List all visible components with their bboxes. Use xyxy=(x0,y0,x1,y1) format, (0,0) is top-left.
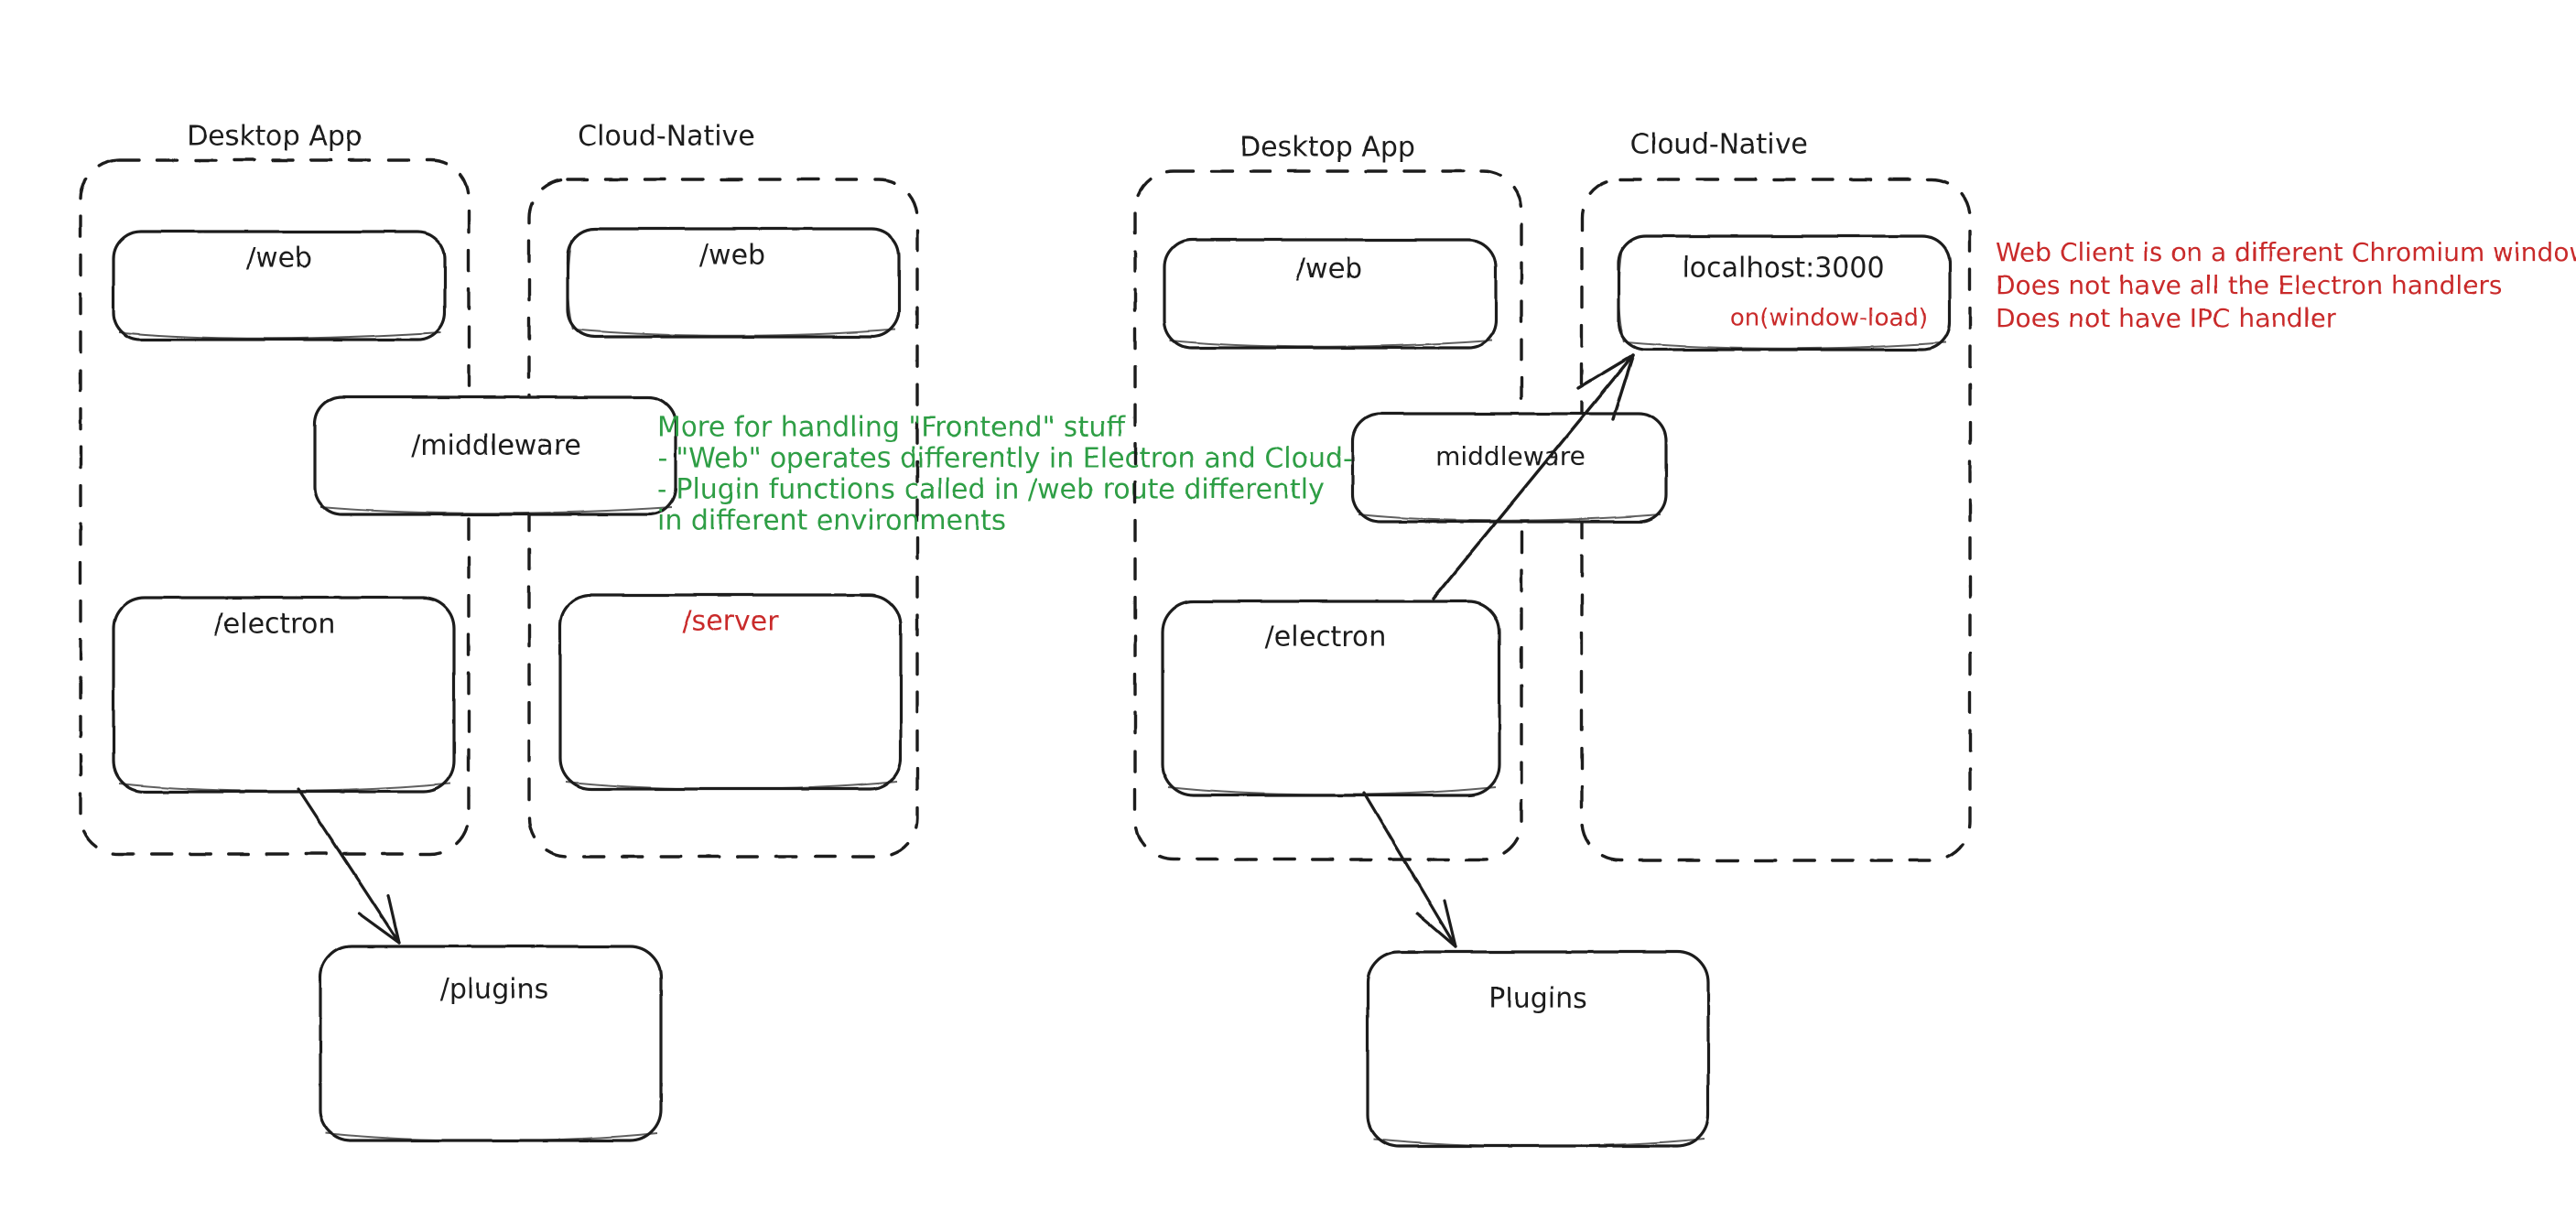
left-electron-label: /electron xyxy=(214,609,336,641)
right-cloud-group-header: Cloud-Native xyxy=(1630,129,1808,161)
right-middleware-box[interactable] xyxy=(1351,412,1668,524)
left-plugins-label: /plugins xyxy=(440,974,549,1006)
left-green-note-line-0: More for handling "Frontend" stuff xyxy=(657,412,1126,444)
left-electron-to-plugins-arrow xyxy=(297,787,401,945)
left-server-label: /server xyxy=(682,606,779,638)
left-server-box[interactable] xyxy=(558,593,903,791)
left-green-note-line-2: - Plugin functions called in /web route … xyxy=(657,474,1325,506)
left-middleware-box[interactable] xyxy=(313,395,677,516)
left-cloud-group-container xyxy=(527,178,919,859)
left-desktop-web-label: /web xyxy=(246,243,312,275)
right-electron-to-localhost-arrow xyxy=(1432,353,1635,600)
right-red-note-line-2: Does not have IPC handler xyxy=(1996,303,2337,333)
right-desktop-web-box[interactable] xyxy=(1163,238,1498,350)
right-red-note: Web Client is on a different Chromium wi… xyxy=(1996,237,2576,333)
right-localhost-sublabel: on(window-load) xyxy=(1730,305,1928,332)
right-electron-box[interactable] xyxy=(1161,600,1501,797)
right-red-note-line-0: Web Client is on a different Chromium wi… xyxy=(1996,237,2576,267)
right-desktop-group-header: Desktop App xyxy=(1239,132,1415,164)
left-green-note-line-3: in different environments xyxy=(657,505,1006,537)
left-desktop-group-header: Desktop App xyxy=(187,121,363,153)
left-green-note: More for handling "Frontend" stuff - "We… xyxy=(657,412,1442,537)
right-desktop-group-container xyxy=(1133,169,1523,861)
left-green-note-line-1: - "Web" operates differently in Electron… xyxy=(657,443,1442,475)
right-plugins-box[interactable] xyxy=(1366,950,1710,1148)
right-red-note-line-1: Does not have all the Electron handlers xyxy=(1996,270,2503,300)
right-electron-to-plugins-arrow xyxy=(1362,791,1457,948)
right-desktop-web-label: /web xyxy=(1296,254,1362,286)
left-middleware-label: /middleware xyxy=(411,430,581,462)
left-cloud-web-box[interactable] xyxy=(566,227,901,339)
left-desktop-group-container xyxy=(79,158,471,856)
right-localhost-label: localhost:3000 xyxy=(1682,253,1884,285)
right-localhost-box[interactable] xyxy=(1617,234,1952,351)
left-electron-box[interactable] xyxy=(112,596,456,794)
right-plugins-label: Plugins xyxy=(1488,983,1586,1015)
left-plugins-box[interactable] xyxy=(319,945,663,1142)
right-electron-label: /electron xyxy=(1265,621,1387,654)
left-desktop-web-box[interactable] xyxy=(112,230,447,341)
left-cloud-group-header: Cloud-Native xyxy=(578,121,755,153)
right-middleware-label: middleware xyxy=(1435,441,1586,471)
left-cloud-web-label: /web xyxy=(699,240,765,272)
